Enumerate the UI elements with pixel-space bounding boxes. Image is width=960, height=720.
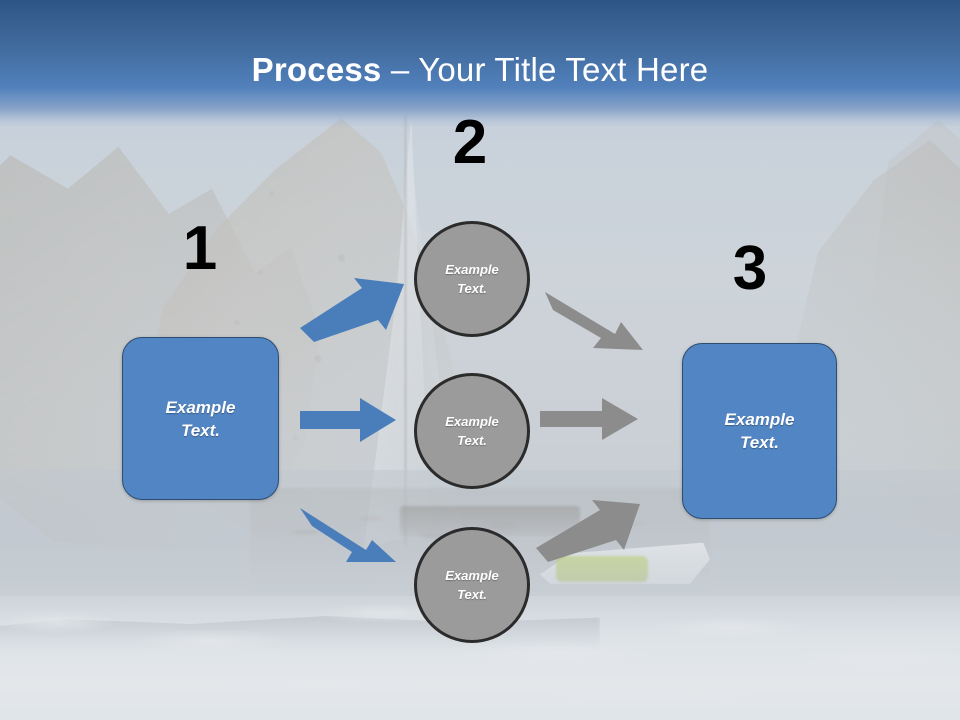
blue-arrow-straight-icon [300,398,396,442]
gray-arrow-down-icon [545,286,649,352]
page-title: Process – Your Title Text Here [0,50,960,90]
header-band [0,0,960,128]
step-number-2: 2 [452,108,488,177]
page-title-rest: Your Title Text Here [418,51,709,88]
stage-3-box[interactable]: Example Text. [682,343,837,519]
stage-1-box-label: Example Text. [165,397,236,440]
stage-2-circle-middle-label: Example Text. [445,414,499,448]
gray-arrow-straight-icon [540,398,638,440]
page-title-separator: – [381,51,419,88]
step-number-3: 3 [732,234,768,303]
blue-arrow-down-icon [300,500,404,564]
stage-2-circle-top-label: Example Text. [445,262,499,296]
stage-2-circle-top[interactable]: Example Text. [414,221,530,337]
stage-2-circle-bottom[interactable]: Example Text. [414,527,530,643]
blue-arrow-up-icon [300,278,404,342]
stage-1-box[interactable]: Example Text. [122,337,279,500]
step-number-1: 1 [182,214,218,283]
gray-arrow-up-icon [536,500,640,562]
page-title-bold: Process [251,51,382,88]
stage-2-circle-middle[interactable]: Example Text. [414,373,530,489]
stage-3-box-label: Example Text. [724,410,795,452]
stage-2-circle-bottom-label: Example Text. [445,568,499,602]
